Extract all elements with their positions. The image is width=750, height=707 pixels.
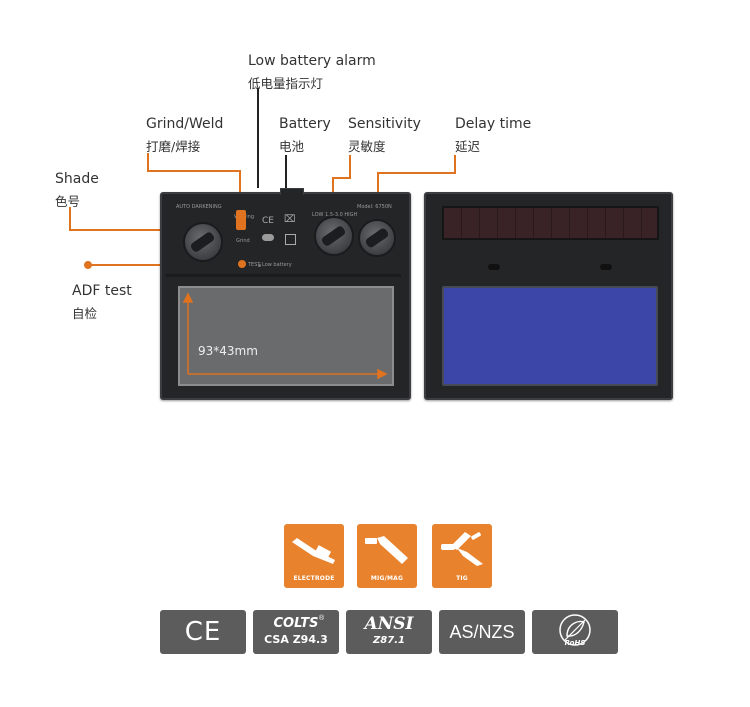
lens-dimension-label: 93*43mm: [198, 344, 258, 358]
brand-text: AUTO DARKENING: [176, 204, 222, 210]
recycle-badge-icon: [262, 234, 274, 241]
tig-label: TIG: [456, 575, 468, 582]
blue-lens: [442, 286, 658, 386]
battery-annotation: Battery 电池: [279, 115, 331, 155]
low-battery-annotation: Low battery alarm 低电量指示灯: [248, 52, 376, 92]
electrode-label: ELECTRODE: [293, 575, 335, 582]
model-text: Model: 6750N: [357, 204, 392, 210]
rohs-leaf-icon: [559, 614, 591, 646]
tig-torch-icon: [441, 532, 483, 566]
adf-test-label: ADF test: [72, 283, 132, 299]
grind-weld-label: Grind/Weld: [146, 116, 224, 132]
ansi-badge-text: ANSI: [364, 614, 414, 634]
adf-test-button[interactable]: [238, 260, 246, 268]
process-tile-mig-mag: MIG/MAG: [357, 524, 417, 588]
rohs-badge-text: RoHS: [564, 639, 586, 647]
pause-symbol-icon: [285, 234, 296, 245]
csa-badge-text: CSA Z94.3: [264, 633, 328, 646]
rohs-badge: RoHS: [532, 610, 618, 654]
asnzs-badge: AS/NZS: [439, 610, 525, 654]
test-text: TEST: [248, 262, 261, 268]
bin-icon: ⌧: [284, 214, 296, 225]
delay-time-knob[interactable]: [358, 219, 396, 257]
adf-test-annotation: ADF test 自检: [72, 282, 132, 322]
colts-badge-text: COLTS: [273, 616, 319, 631]
asnzs-badge-text: AS/NZS: [449, 622, 515, 642]
shade-annotation: Shade 色号: [55, 170, 99, 210]
colts-badge: COLTS ® CSA Z94.3: [253, 610, 339, 654]
adf-filter-front-panel: [424, 192, 673, 400]
ce-mark-small: CE: [262, 216, 274, 226]
mig-mag-label: MIG/MAG: [370, 575, 404, 582]
sensitivity-annotation: Sensitivity 灵敏度: [348, 115, 421, 155]
registered-mark: ®: [319, 615, 325, 622]
viewing-lens: 93*43mm: [178, 286, 394, 386]
sensitivity-label-cn: 灵敏度: [348, 139, 386, 154]
ansi-std-text: Z87.1: [373, 635, 405, 646]
electrode-icon: [292, 538, 335, 564]
shade-label: Shade: [55, 171, 99, 187]
sensitivity-knob[interactable]: [314, 216, 354, 256]
shade-knob[interactable]: [183, 222, 223, 262]
ce-badge-text: CE: [184, 617, 222, 647]
sensor-left: [488, 264, 500, 270]
grind-weld-switch[interactable]: [236, 210, 246, 230]
sensitivity-scale-text: LOW 1.5-3.0 HIGH: [312, 212, 358, 218]
solar-cell-strip: [442, 206, 659, 240]
battery-cover: [280, 188, 304, 195]
sensor-right: [600, 264, 612, 270]
dimension-arrows: [182, 292, 388, 380]
delay-time-annotation: Delay time 延迟: [455, 115, 531, 155]
battery-label-cn: 电池: [279, 139, 305, 154]
mig-mag-torch-icon: [365, 536, 408, 564]
grind-weld-annotation: Grind/Weld 打磨/焊接: [146, 115, 223, 155]
delay-time-label-cn: 延迟: [455, 139, 481, 154]
panel-divider: [166, 274, 401, 277]
sensitivity-label: Sensitivity: [348, 116, 421, 132]
grind-text: Grind: [236, 238, 250, 244]
process-tile-electrode: ELECTRODE: [284, 524, 344, 588]
low-battery-label: Low battery alarm: [248, 53, 376, 69]
grind-weld-label-cn: 打磨/焊接: [146, 139, 201, 154]
adf-filter-back-panel: AUTO DARKENING Model: 6750N LOW 1.5-3.0 …: [160, 188, 411, 400]
adf-test-label-cn: 自检: [72, 306, 98, 321]
shade-label-cn: 色号: [55, 194, 81, 209]
delay-time-label: Delay time: [455, 116, 532, 132]
ansi-badge: ANSI Z87.1: [346, 610, 432, 654]
process-tile-tig: TIG: [432, 524, 492, 588]
low-battery-label-cn: 低电量指示灯: [248, 76, 324, 91]
ce-badge: CE: [160, 610, 246, 654]
low-battery-text: Low battery: [262, 262, 292, 268]
low-battery-led: [258, 264, 261, 267]
battery-label: Battery: [279, 116, 331, 132]
